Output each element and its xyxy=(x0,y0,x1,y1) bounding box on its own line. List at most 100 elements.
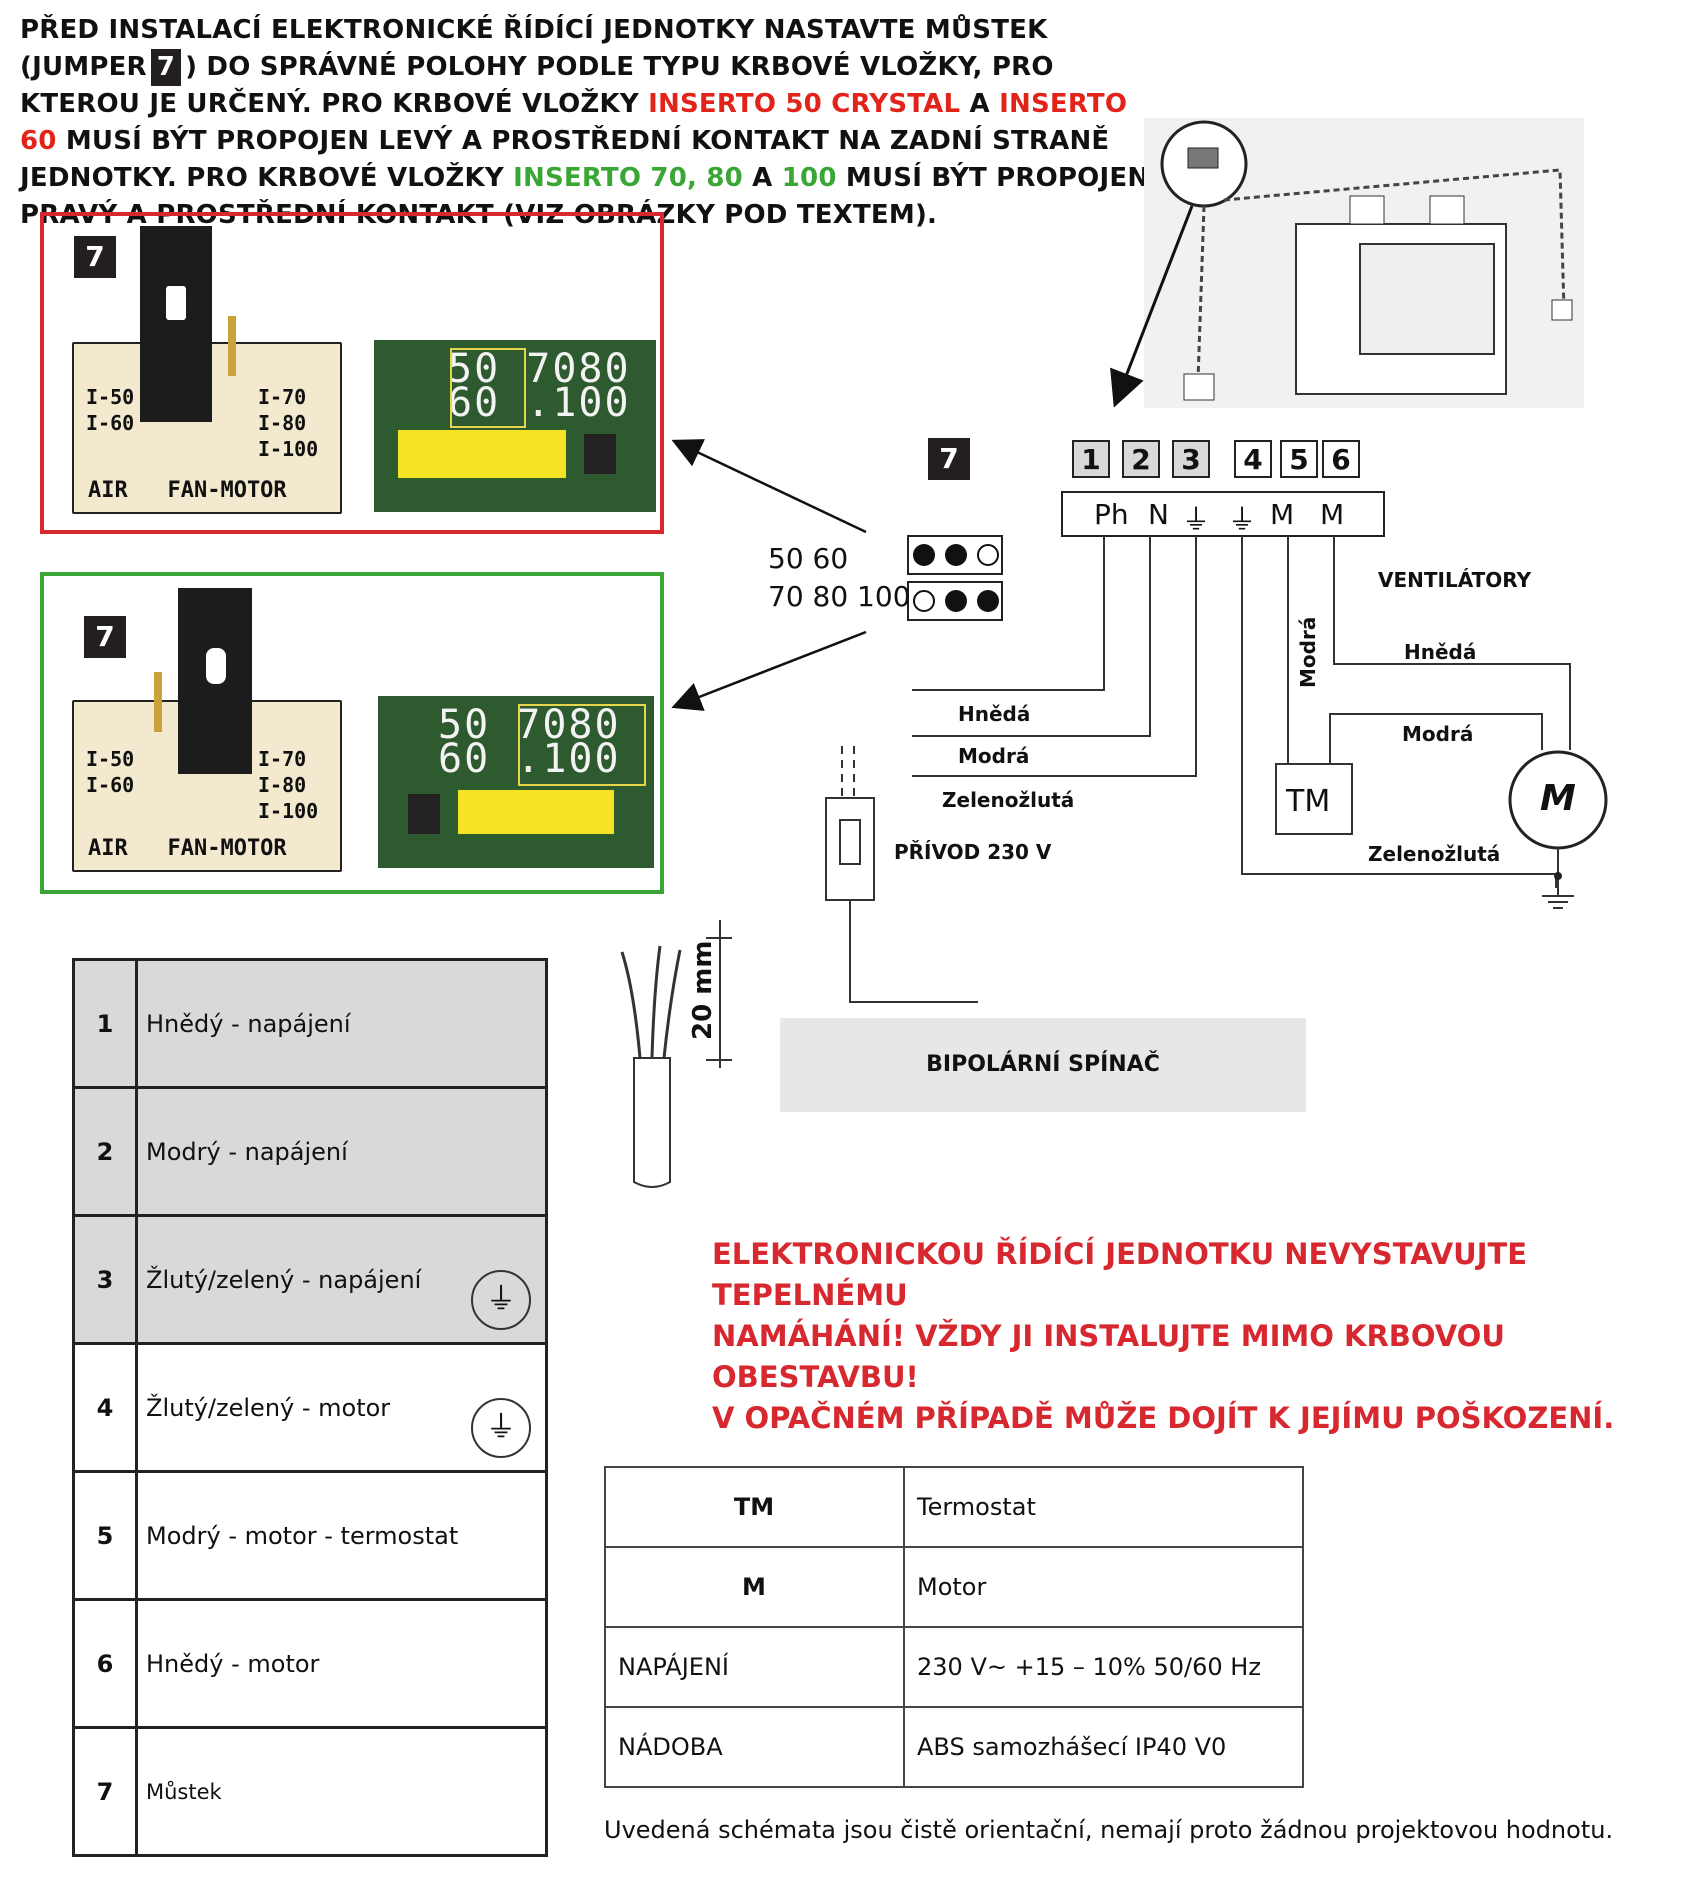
arrow-to-green-photo xyxy=(671,630,867,711)
legend-text: Žlutý/zelený - motor xyxy=(146,1393,391,1422)
jumper-photo-green: 7 I-50 I-60 I-70 I-80 I-100 AIR FAN-MOTO… xyxy=(40,572,664,894)
terminal-block xyxy=(1061,491,1385,537)
terminal-ground-icon-2: ⏚ xyxy=(1228,503,1257,536)
label-zelenozluta-motor: Zelenožlutá xyxy=(1368,842,1501,866)
jumper-legend-badge: 7 xyxy=(928,438,970,480)
bipolar-switch-label: BIPOLÁRNÍ SPÍNAČ xyxy=(926,1052,1160,1077)
intro-part2: ) DO SPRÁVNÉ POLOHY PODLE TYPU KRBOVÉ VL… xyxy=(20,52,1054,119)
intro-part1: PŘED INSTALACÍ ELEKTRONICKÉ ŘÍDÍCÍ JEDNO… xyxy=(20,15,1048,82)
intro-and2: A xyxy=(752,163,773,193)
board-right-labels: I-70 I-80 I-100 xyxy=(258,385,319,461)
wire-motor-ground xyxy=(1241,536,1557,888)
legend-num: 7 xyxy=(72,1726,138,1857)
label-hneda-motor: Hnědá xyxy=(1404,640,1477,664)
spec-key: TM xyxy=(604,1466,905,1548)
legend-row: 4 Žlutý/zelený - motor ⏚ xyxy=(72,1342,548,1473)
legend-num: 1 xyxy=(72,958,138,1089)
warning-text: ELEKTRONICKOU ŘÍDÍCÍ JEDNOTKU NEVYSTAVUJ… xyxy=(712,1234,1672,1439)
terminal-ground-icon-1: ⏚ xyxy=(1182,503,1211,536)
label-ventilatory: VENTILÁTORY xyxy=(1378,568,1532,592)
motor-label: M xyxy=(1540,778,1576,819)
intro-red1: INSERTO 50 CRYSTAL xyxy=(648,89,961,119)
wire-brown xyxy=(912,536,1105,691)
legend-num: 2 xyxy=(72,1086,138,1217)
highlight-box xyxy=(518,704,646,786)
warning-line-3: V OPAČNÉM PŘÍPADĚ MŮŽE DOJÍT K JEJÍMU PO… xyxy=(712,1401,1615,1435)
thermostat-label: TM xyxy=(1286,784,1331,819)
intro-paragraph: PŘED INSTALACÍ ELEKTRONICKÉ ŘÍDÍCÍ JEDNO… xyxy=(20,12,1160,234)
highlight-box xyxy=(450,348,526,428)
jumper-legend-label-1: 50 60 xyxy=(768,542,849,575)
terminal-number-5: 5 xyxy=(1280,440,1318,478)
terminal-number-4: 4 xyxy=(1234,440,1272,478)
wire-to-switch xyxy=(849,900,978,1003)
legend-text: Hnědý - motor xyxy=(135,1598,548,1729)
terminal-number-2: 2 xyxy=(1122,440,1160,478)
label-hneda: Hnědá xyxy=(958,702,1031,726)
warning-line-1: ELEKTRONICKOU ŘÍDÍCÍ JEDNOTKU NEVYSTAVUJ… xyxy=(712,1237,1528,1312)
intro-part3: MUSÍ BÝT PROPOJEN LEVÝ A PROSTŘEDNÍ KONT… xyxy=(20,126,1110,193)
wire-motor-blue xyxy=(1329,713,1543,800)
label-modra: Modrá xyxy=(958,744,1030,768)
spec-key: M xyxy=(604,1546,905,1628)
yellow-label xyxy=(398,430,566,478)
jumper-tag: 7 xyxy=(150,49,182,86)
board-bottom-label: AIR FAN-MOTOR xyxy=(88,836,287,861)
cable-end xyxy=(633,1057,671,1188)
board-left-labels: I-50 I-60 xyxy=(86,385,135,435)
jumper-block xyxy=(584,434,616,474)
spec-value: 230 V~ +15 – 10% 50/60 Hz xyxy=(903,1626,1304,1708)
fireplace-glass xyxy=(1359,243,1495,355)
intro-green1: INSERTO 70, 80 xyxy=(513,163,743,193)
terminal-label-ph: Ph xyxy=(1094,498,1129,531)
jumper-block xyxy=(408,794,440,834)
legend-num: 5 xyxy=(72,1470,138,1601)
terminal-number-6: 6 xyxy=(1322,440,1360,478)
spec-value: Motor xyxy=(903,1546,1304,1628)
label-modra-motor: Modrá xyxy=(1402,722,1474,746)
legend-num: 6 xyxy=(72,1598,138,1729)
ground-icon: ⏚ xyxy=(471,1398,531,1458)
board-left-labels: I-50 I-60 xyxy=(86,747,135,797)
terminal-label-n: N xyxy=(1148,498,1169,531)
legend-text: Žlutý/zelený - napájení xyxy=(146,1265,422,1294)
legend-text: Můstek xyxy=(135,1726,548,1857)
wire-motor-brown xyxy=(1333,536,1571,750)
spec-key: NÁDOBA xyxy=(604,1706,905,1788)
jumper-connector xyxy=(140,226,212,422)
intro-and1: A xyxy=(969,89,990,119)
terminal-label-m1: M xyxy=(1270,498,1295,531)
board-right-labels: I-70 I-80 I-100 xyxy=(258,747,319,823)
thermostat-box xyxy=(1275,763,1353,835)
board-bottom-label: AIR FAN-MOTOR xyxy=(88,478,287,503)
pin xyxy=(228,316,236,376)
label-privod: PŘÍVOD 230 V xyxy=(894,840,1052,864)
terminal-number-1: 1 xyxy=(1072,440,1110,478)
ground-icon: ⏚ xyxy=(471,1270,531,1330)
wire-green-yellow xyxy=(912,536,1197,777)
label-zelenozluta: Zelenožlutá xyxy=(942,788,1075,812)
intro-red2: INSERTO 60 xyxy=(20,89,1128,156)
legend-text: Modrý - motor - termostat xyxy=(135,1470,548,1601)
label-modra-vertical: Modrá xyxy=(1296,616,1320,688)
spec-value: Termostat xyxy=(903,1466,1304,1548)
terminal-number-3: 3 xyxy=(1172,440,1210,478)
legend-text: Hnědý - napájení xyxy=(135,958,548,1089)
cable-strip-length: 20 mm xyxy=(688,940,718,1040)
legend-num: 4 xyxy=(72,1342,138,1473)
jumper-badge: 7 xyxy=(74,236,116,278)
